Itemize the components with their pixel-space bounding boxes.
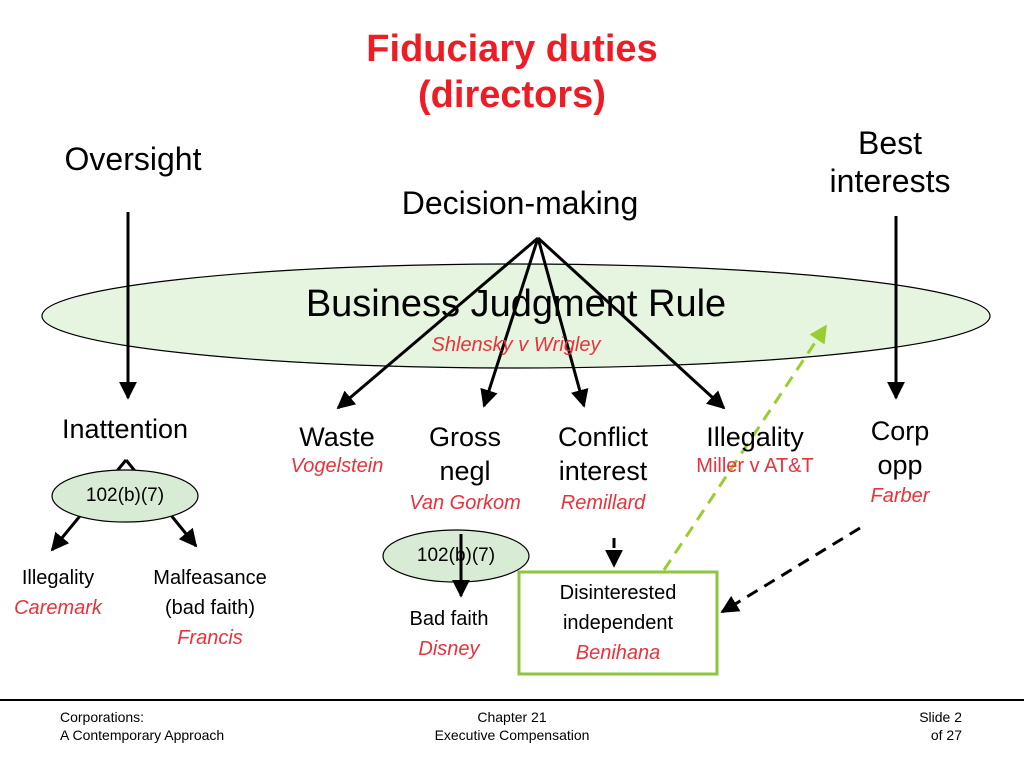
footer-center-line-2: Executive Compensation: [434, 727, 590, 743]
corp-opp-case: Farber: [870, 485, 930, 507]
illegality-label: Illegality: [706, 422, 804, 452]
dashed-corpopp-to-disinterested: [720, 526, 861, 614]
malfeasance-node: Malfeasance (bad faith) Francis: [128, 563, 292, 653]
illegality-caremark-case: Caremark: [14, 597, 102, 619]
footer-left: Corporations: A Contemporary Approach: [60, 708, 320, 744]
gross-negl-case: Van Gorkom: [409, 492, 521, 514]
arrow-to-illegality: [536, 236, 726, 410]
disinterested-line-2: independent: [562, 612, 674, 634]
bad-faith-case: Disney: [418, 638, 480, 660]
bjr-case: Shlensky v Wrigley: [431, 334, 601, 356]
bjr-ellipse: [41, 263, 991, 369]
bad-faith-label: Bad faith: [409, 608, 489, 630]
best-interests-line-2: interests: [829, 163, 951, 199]
bjr-label: Business Judgment Rule: [305, 283, 727, 325]
conflict-line-2: interest: [558, 456, 648, 486]
bad-faith-node: Bad faith Disney: [384, 604, 514, 664]
footer-right-line-1: Slide 2: [919, 709, 962, 725]
disinterested-case: Benihana: [575, 642, 661, 664]
illegality-caremark-label: Illegality: [21, 567, 95, 589]
corp-opp-node: Corp opp Farber: [840, 414, 960, 510]
conflict-node: Conflict interest Remillard: [530, 420, 676, 516]
gross-negl-line-1: Gross: [428, 422, 501, 452]
oversight-label: Oversight: [64, 141, 202, 177]
dashed-disinterested-to-bjr: [662, 324, 828, 571]
disinterested-text: Disinterested independent Benihana: [519, 578, 717, 668]
best-interests-label: Best interests: [790, 124, 990, 200]
footer-right-line-2: of 27: [930, 727, 962, 743]
waste-node: Waste Vogelstein: [272, 420, 402, 478]
corp-opp-line-2: opp: [877, 450, 923, 480]
footer-center: Chapter 21 Executive Compensation: [362, 708, 662, 744]
gross-negl-line-2: negl: [439, 456, 491, 486]
footer-left-line-2: A Contemporary Approach: [60, 727, 225, 743]
malfeasance-line-2: (bad faith): [164, 597, 256, 619]
disinterested-box: [517, 570, 719, 676]
arrow-to-gross-negl: [480, 237, 540, 408]
decision-making-label: Decision-making: [401, 185, 639, 221]
inattention-label: Inattention: [61, 414, 189, 444]
exculpation-ellipse-1: [51, 469, 199, 523]
exculpation-label-1: 102(b)(7): [85, 485, 165, 506]
arrow-to-conflict: [536, 237, 589, 408]
malfeasance-case: Francis: [177, 627, 243, 649]
footer-right: Slide 2 of 27: [820, 708, 962, 744]
title-line-2: (directors): [418, 74, 606, 116]
malfeasance-line-1: Malfeasance: [153, 567, 267, 589]
title-line-1: Fiduciary duties: [366, 28, 658, 70]
conflict-case: Remillard: [560, 492, 646, 514]
disinterested-line-1: Disinterested: [559, 582, 677, 604]
exculpation-label-2: 102(b)(7): [416, 545, 496, 566]
waste-case: Vogelstein: [290, 455, 384, 477]
waste-label: Waste: [299, 422, 375, 452]
illegality-case: Miller v AT&T: [696, 455, 814, 477]
gross-negl-node: Gross negl Van Gorkom: [392, 420, 538, 516]
footer-center-line-1: Chapter 21: [477, 709, 547, 725]
arrow-to-waste: [336, 236, 539, 410]
slide-title: Fiduciary duties (directors): [0, 26, 1024, 118]
footer-left-line-1: Corporations:: [60, 709, 145, 725]
best-interests-line-1: Best: [857, 125, 923, 161]
illegality-caremark-node: Illegality Caremark: [2, 563, 114, 623]
conflict-line-1: Conflict: [557, 422, 649, 452]
illegality-node: Illegality Miller v AT&T: [672, 420, 838, 478]
corp-opp-line-1: Corp: [870, 416, 930, 446]
